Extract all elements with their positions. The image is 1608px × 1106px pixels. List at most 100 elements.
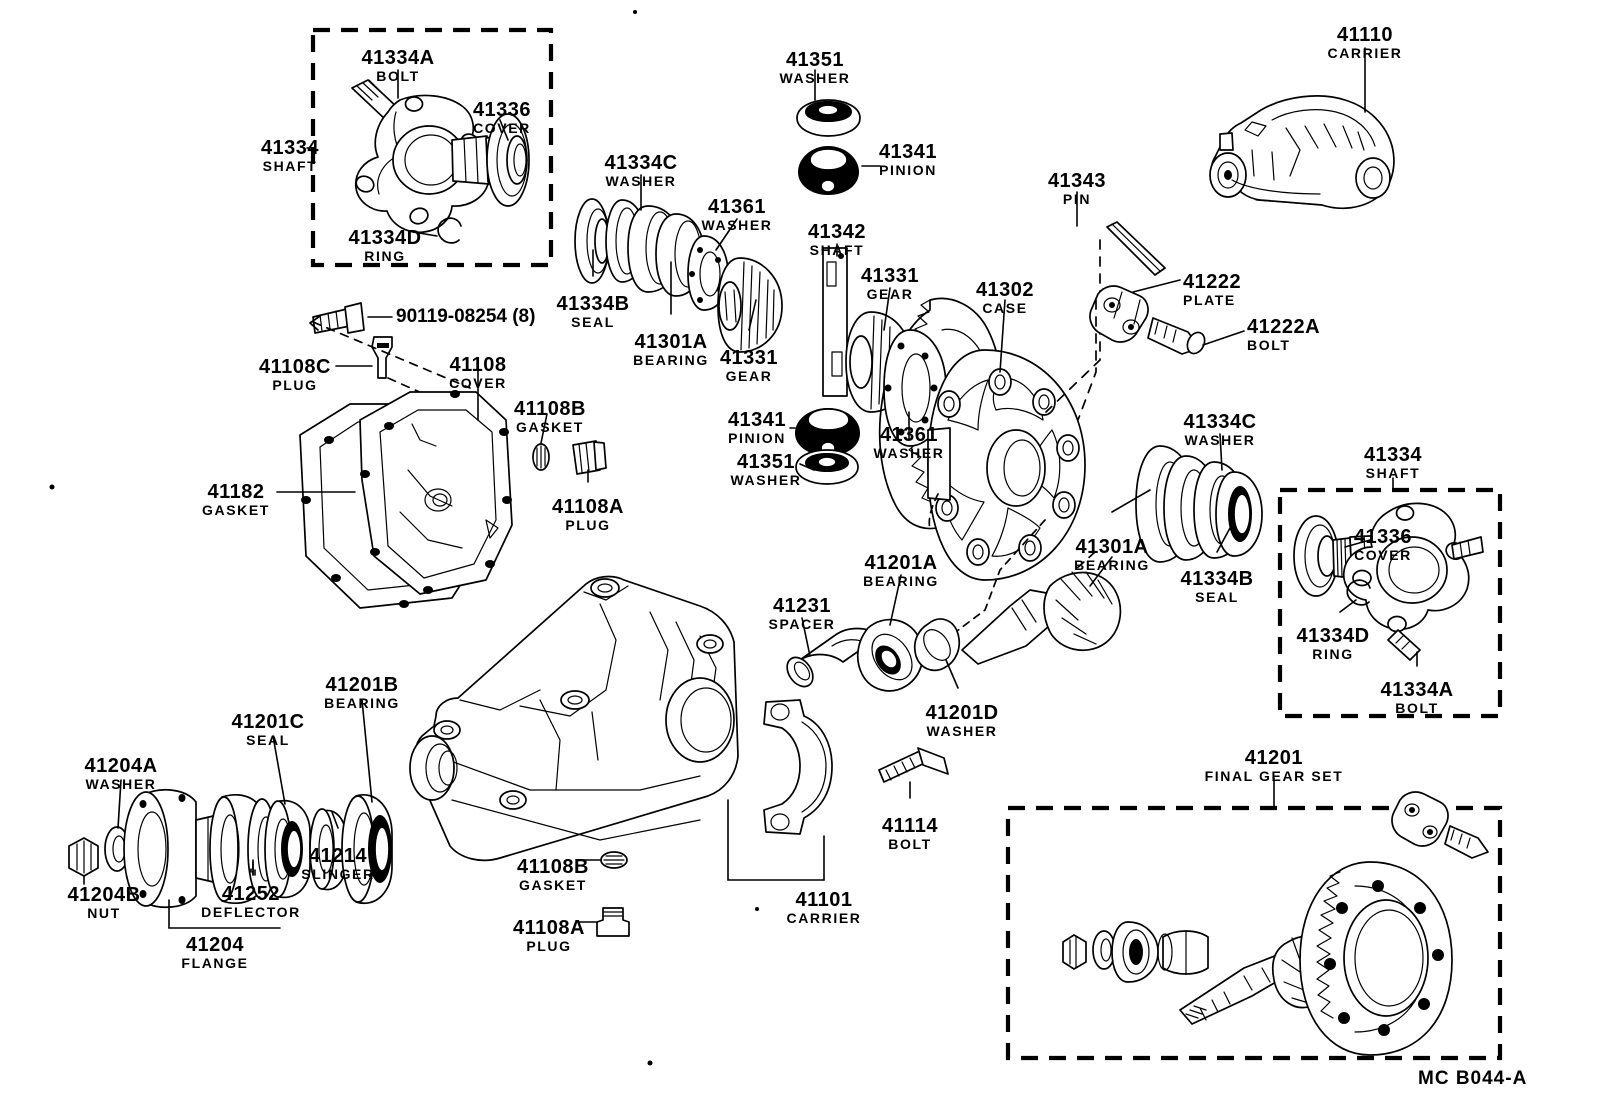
part-41336-cover-right xyxy=(1293,515,1339,597)
part-41341-pinion-gear-lower xyxy=(795,408,860,456)
part-number: 41201B xyxy=(325,674,399,696)
part-41204A-washer xyxy=(104,826,130,872)
part-number: 41201C xyxy=(231,711,305,733)
part-number: 41201A xyxy=(864,552,938,574)
part-number: 41341 xyxy=(878,141,938,163)
fgs-lock-bolt xyxy=(1444,825,1489,859)
part-description: SHAFT xyxy=(809,242,865,258)
part-41108B-gasket-small xyxy=(532,443,550,471)
part-41201A-bearing-front xyxy=(856,618,924,692)
part-description: DEFLECTOR xyxy=(201,904,301,920)
part-number: 41342 xyxy=(807,221,867,243)
part-description: PINION xyxy=(879,162,937,178)
part-description: WASHER xyxy=(85,776,157,792)
part-description: BOLT xyxy=(1395,700,1439,716)
part-41342-pinion-shaft xyxy=(822,247,848,397)
part-41201-final-gear-set-assembly xyxy=(1062,791,1489,1056)
part-41334A-bolt-right-lower xyxy=(1387,629,1421,661)
part-description: SEAL xyxy=(246,732,290,748)
part-number: 41252 xyxy=(221,883,281,905)
part-description: RING xyxy=(1312,646,1354,662)
part-41222-lock-plate xyxy=(1089,285,1149,343)
part-number: 41204B xyxy=(67,884,141,906)
part-number: 41334 xyxy=(1363,444,1423,466)
part-description: PINION xyxy=(728,430,786,446)
part-description: BEARING xyxy=(1074,557,1150,573)
part-description: SHAFT xyxy=(1365,465,1421,481)
part-description: BOLT xyxy=(376,68,420,84)
part-description: WASHER xyxy=(779,70,851,86)
part-description: BEARING xyxy=(863,573,939,589)
part-description: FLANGE xyxy=(181,955,249,971)
part-description: SLINGER xyxy=(301,866,375,882)
part-41361-washer-left xyxy=(687,235,729,311)
part-number: 41108A xyxy=(552,496,624,518)
part-41334D-snap-ring xyxy=(437,217,462,244)
part-description: PIN xyxy=(1062,191,1092,207)
part-description: GASKET xyxy=(519,877,587,893)
part-description: RING xyxy=(364,248,406,264)
part-number: 41351 xyxy=(736,451,796,473)
part-description: BOLT xyxy=(888,836,932,852)
part-number: 41101 xyxy=(795,889,853,911)
part-41201-drive-pinion-shaft xyxy=(961,571,1122,665)
part-41114-bolt xyxy=(878,747,949,783)
fgs-bearing xyxy=(1111,921,1159,983)
part-description: COVER xyxy=(449,375,507,391)
part-description: WASHER xyxy=(701,217,773,233)
part-41108A-plug-bottom xyxy=(596,907,630,937)
part-description: BOLT xyxy=(1247,337,1291,353)
part-description: PLATE xyxy=(1183,292,1236,308)
part-description: SHAFT xyxy=(262,158,318,174)
part-number: 41331 xyxy=(719,347,779,369)
part-description: CARRIER xyxy=(1327,45,1403,61)
part-number: 41334A xyxy=(1380,679,1454,701)
part-41101-carrier-housing xyxy=(409,575,739,862)
part-41351-thrust-washer-lower xyxy=(795,449,859,485)
part-description: PLUG xyxy=(272,377,318,393)
part-41204B-nut xyxy=(68,837,99,877)
part-41301A-bearing-left xyxy=(627,205,705,297)
part-number: 41341 xyxy=(727,409,787,431)
part-number: 41343 xyxy=(1047,170,1107,192)
part-description: PLUG xyxy=(565,517,611,533)
part-number: 41334C xyxy=(1183,411,1257,433)
part-description: SEAL xyxy=(571,314,615,330)
part-number: 41108C xyxy=(259,356,331,378)
part-description: FINAL GEAR SET xyxy=(1204,768,1344,784)
fgs-lock-plate xyxy=(1391,791,1449,847)
part-41334C-washer-left xyxy=(605,199,647,283)
part-number: 41214 xyxy=(308,845,368,867)
part-description: BEARING xyxy=(324,695,400,711)
part-41108-differential-cover xyxy=(359,390,513,595)
part-41222A-bolt xyxy=(1147,317,1206,355)
part-number: 41331 xyxy=(860,265,920,287)
part-number: 41334B xyxy=(1180,568,1254,590)
part-41334A-bolt xyxy=(351,79,416,126)
part-90119-08254-bolt xyxy=(312,302,365,334)
part-description: GEAR xyxy=(866,286,914,302)
part-number: 41204 xyxy=(185,934,245,956)
